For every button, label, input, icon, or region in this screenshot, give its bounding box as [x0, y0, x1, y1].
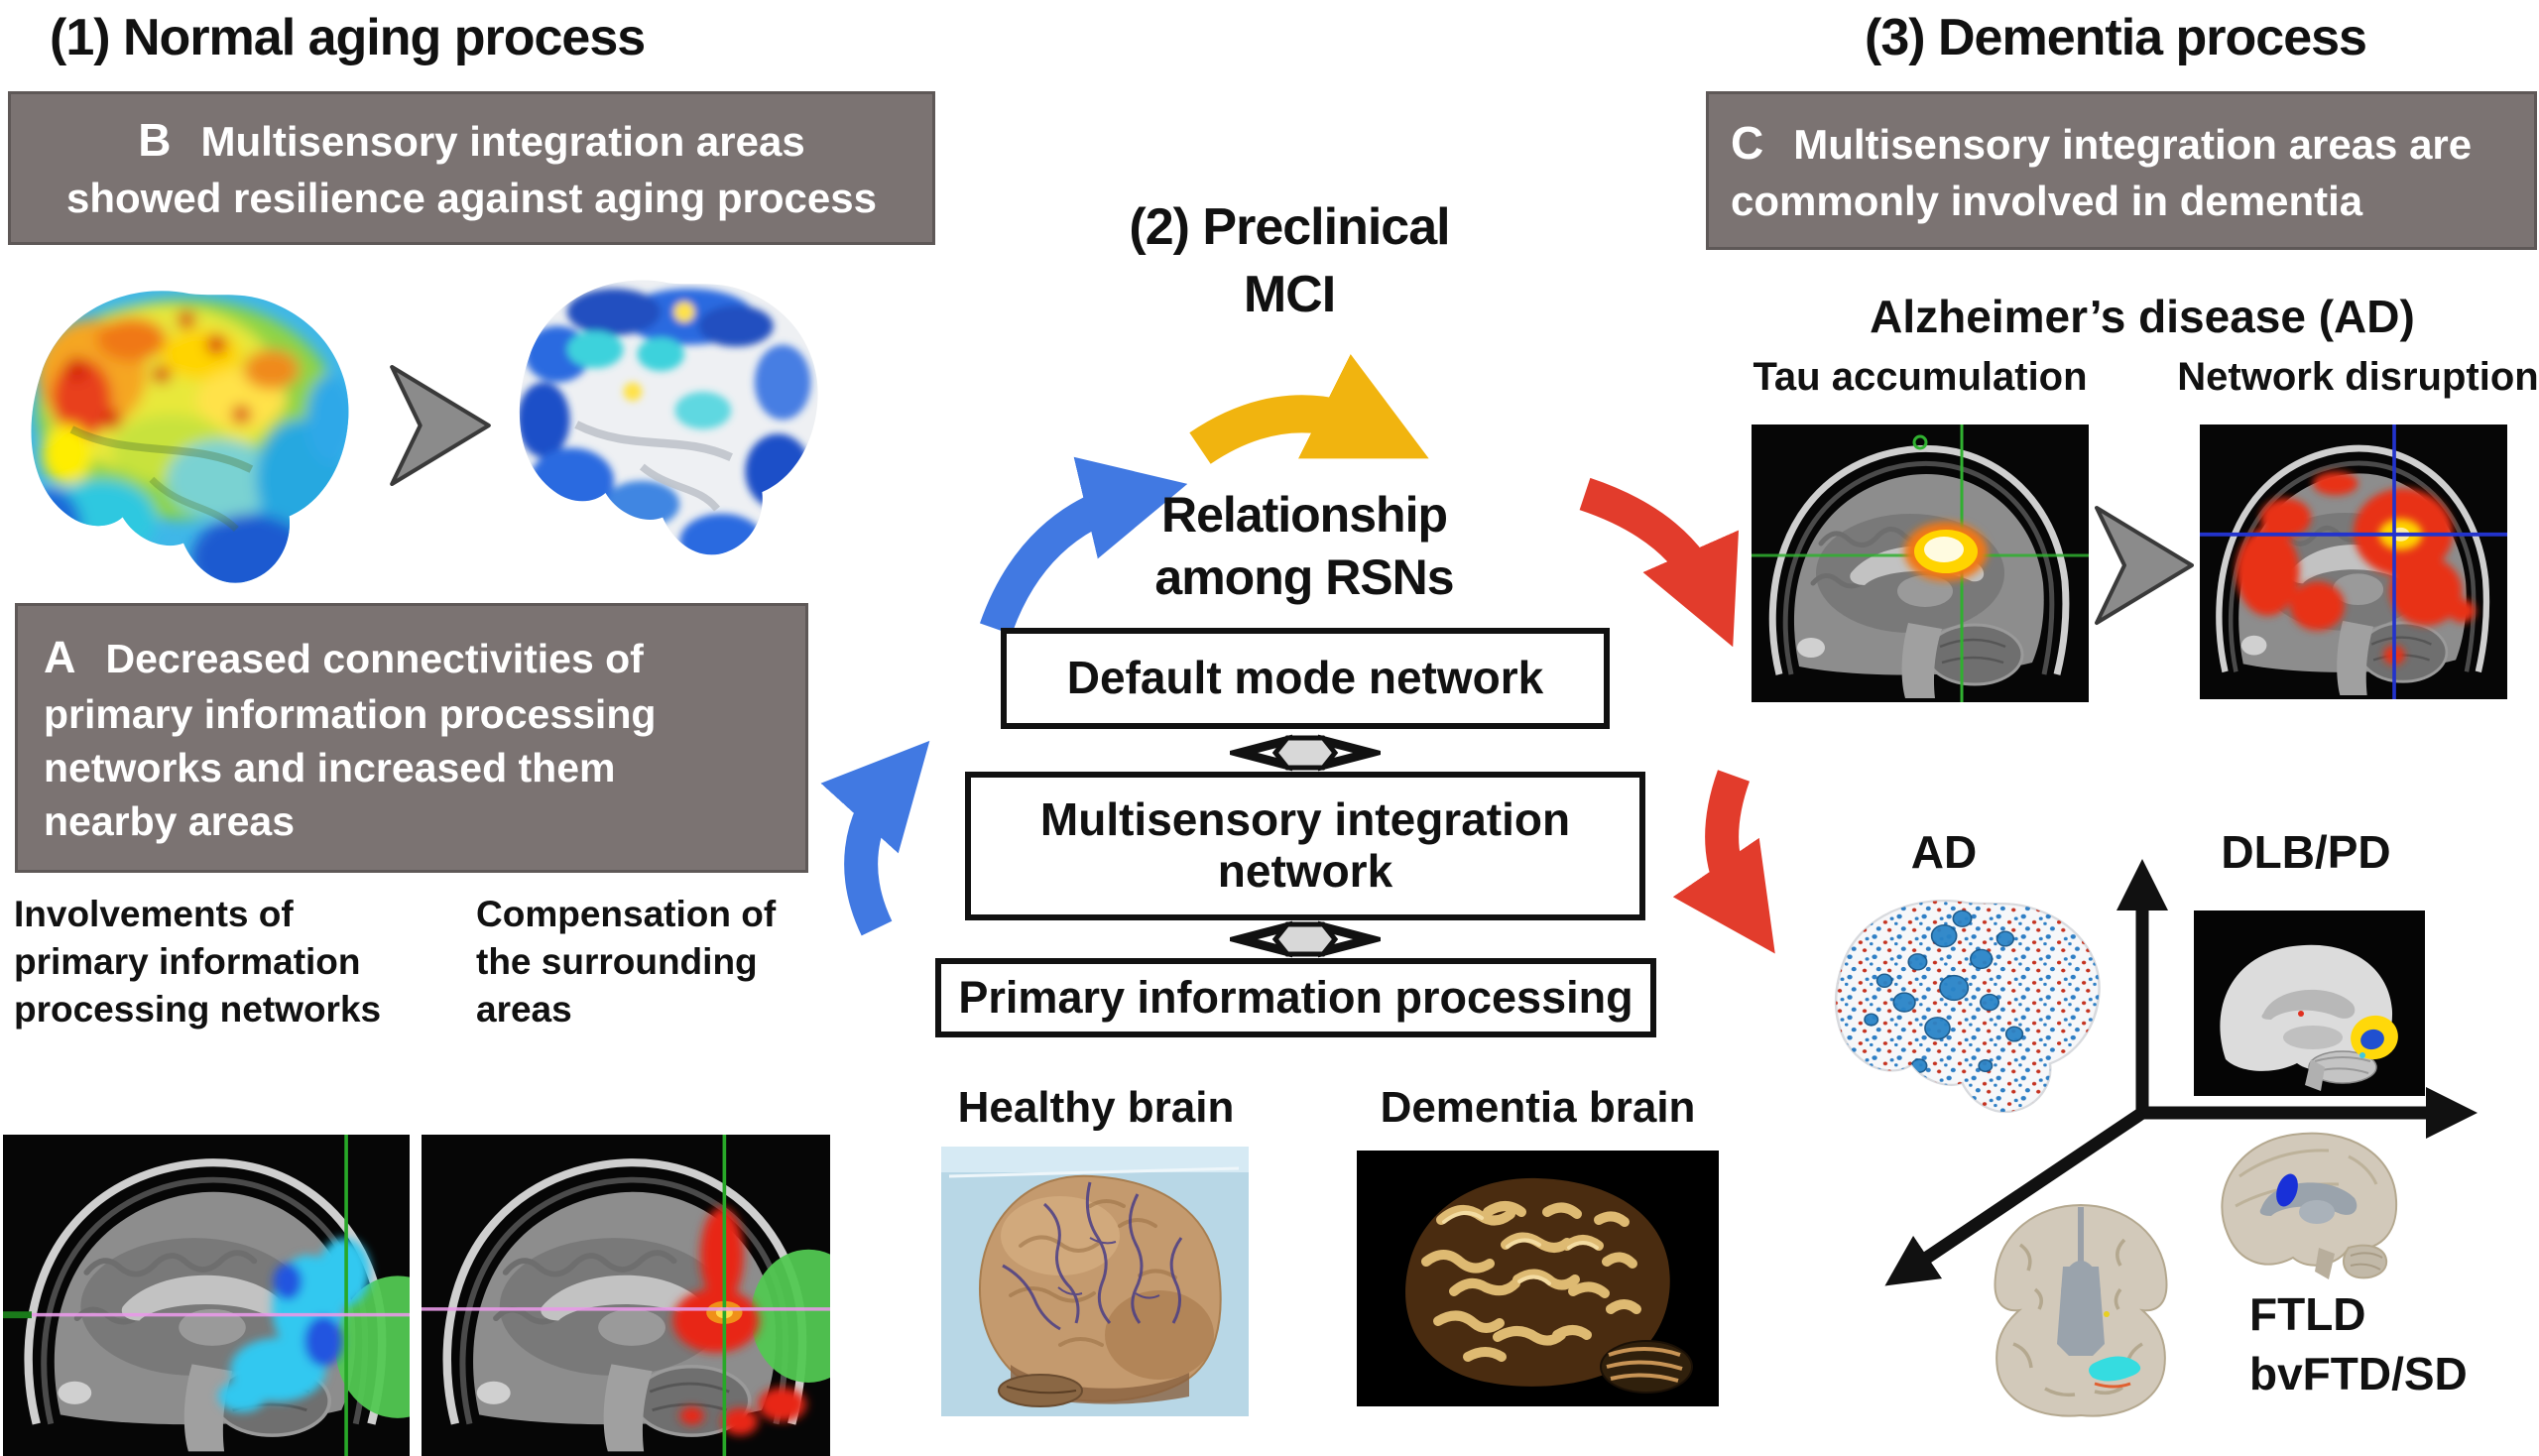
mri-tau-accumulation-image: [1752, 425, 2089, 702]
blue-up-arrow-icon: [820, 740, 930, 936]
stage3-title: (3) Dementia process: [1865, 9, 2367, 66]
tau-accumulation-label: Tau accumulation: [1753, 355, 2088, 399]
dmn-box-label: Default mode network: [1066, 652, 1544, 704]
dementia-spectrum-axes-icon: [1884, 859, 2478, 1286]
dlb-pd-brain-image: [2194, 910, 2425, 1096]
red-down-arrow-icon: [1672, 770, 1775, 954]
ad-label: AD: [1910, 826, 1978, 878]
mri-network-disruption-image: [2200, 425, 2507, 699]
panel-b-text: Multisensory integration areas showed re…: [66, 118, 877, 222]
dementia-brain-photo: [1357, 1151, 1719, 1406]
ftld-label: FTLD bvFTD/SD: [2249, 1288, 2468, 1399]
dlb-pd-label: DLB/PD: [2221, 826, 2391, 878]
ftld-axial-brain-image: [1976, 1195, 2187, 1428]
healthy-brain-photo: [941, 1147, 1249, 1416]
healthy-brain-label: Healthy brain: [957, 1083, 1235, 1132]
caption-involvements: Involvements of primary information proc…: [14, 894, 382, 1031]
ftld-medial-brain-image: [2200, 1117, 2408, 1287]
panel-a-tag: A: [44, 632, 76, 683]
double-headed-arrow-icon: [1230, 919, 1381, 959]
blue-up-right-arrow-icon: [979, 456, 1188, 635]
ad-title: Alzheimer’s disease (AD): [1870, 291, 2415, 342]
multisensory-box: Multisensory integration network: [965, 772, 1645, 920]
red-down-right-arrow-icon: [1579, 477, 1739, 648]
panel-b-tag: B: [138, 114, 172, 167]
panel-a-text: Decreased connectivities of primary info…: [44, 636, 657, 844]
primary-processing-box: Primary information processing: [935, 958, 1656, 1037]
mri-increased-connectivity-image: [422, 1135, 830, 1456]
primary-processing-box-label: Primary information processing: [958, 971, 1633, 1023]
caption-compensation: Compensation of the surrounding areas: [476, 894, 777, 1031]
stage2-title: (2) Preclinical MCI: [1129, 198, 1450, 323]
network-disruption-label: Network disruption: [2177, 355, 2539, 399]
panel-c-tag: C: [1731, 116, 1764, 169]
aging-brain-resilience-image: [501, 270, 830, 579]
ad-connectome-image: [1820, 893, 2110, 1131]
stage1-title: (1) Normal aging process: [50, 9, 646, 66]
aging-brain-heatmap-image: [12, 280, 361, 609]
relationship-caption: Relationship among RSNs: [1154, 487, 1454, 605]
dmn-box: Default mode network: [1001, 628, 1610, 729]
multisensory-box-label: Multisensory integration network: [1039, 793, 1571, 897]
mri-decreased-connectivity-image: [3, 1135, 410, 1456]
double-headed-arrow-icon: [1230, 733, 1381, 773]
panel-c-text: Multisensory integration areas are commo…: [1731, 120, 2473, 224]
yellow-right-arrow-icon: [1189, 353, 1429, 464]
chevron-right-icon: [385, 365, 496, 486]
chevron-right-icon: [2095, 501, 2194, 630]
dementia-brain-label: Dementia brain: [1380, 1083, 1696, 1132]
